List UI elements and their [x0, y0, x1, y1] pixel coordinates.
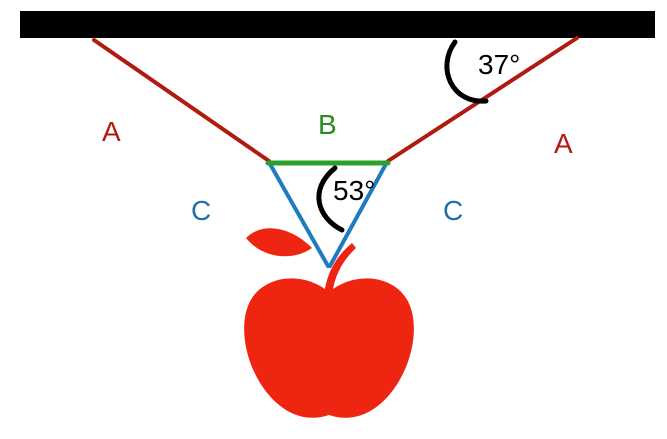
angle-label-inner: 53°: [333, 175, 375, 206]
apple-body: [244, 278, 414, 418]
label-b: B: [318, 109, 337, 140]
label-a-left: A: [102, 116, 121, 147]
angle-label-top: 37°: [478, 49, 520, 80]
label-a-right: A: [554, 128, 573, 159]
rope-c-right: [328, 162, 388, 268]
rope-c-left: [268, 162, 330, 268]
apple-leaf: [246, 228, 312, 257]
angle-arc-inner: [316, 165, 345, 233]
label-c-right: C: [443, 195, 463, 226]
label-c-left: C: [191, 195, 211, 226]
apple-icon: [244, 228, 414, 418]
rope-a-left: [92, 38, 271, 163]
angle-arc-top: [444, 39, 489, 104]
apple-stem: [324, 243, 356, 296]
ceiling-bar: [20, 11, 655, 38]
